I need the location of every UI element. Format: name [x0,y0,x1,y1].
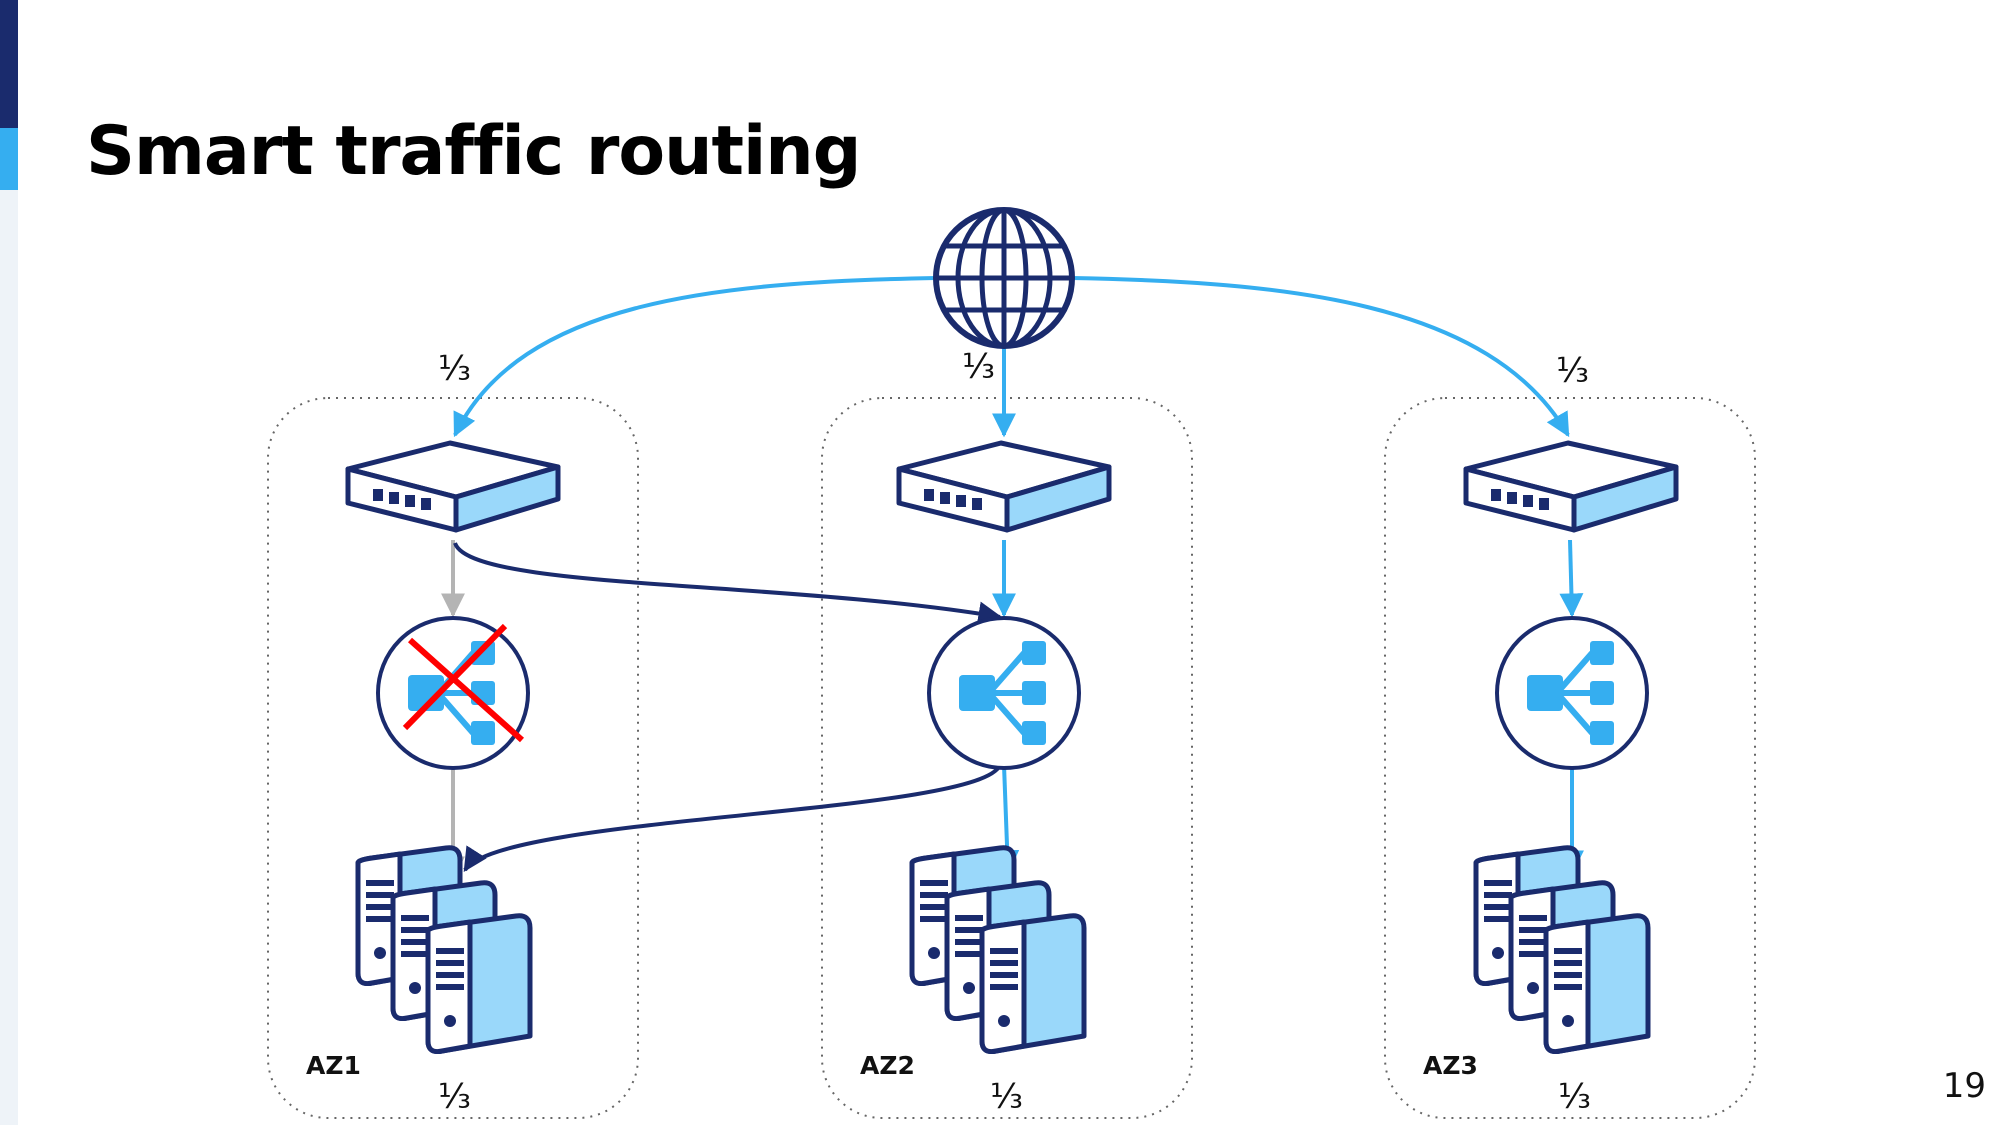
arrow-router-lb-az3 [1559,539,1584,618]
accent-bar-dark [0,0,18,128]
arrow-reroute-router-az1-to-lb-az2 [453,542,1003,626]
load-balancer-icon [929,618,1079,768]
load-balancer-icon [378,618,528,768]
network-switch-icon [1466,443,1676,530]
fraction-incoming-az3: ⅓ [1556,351,1589,391]
arrow-internet-az1 [453,276,937,438]
arrow-reroute-lb-az2-to-servers-az1 [463,763,1002,873]
zone-label-az1: AZ1 [306,1051,361,1080]
accent-bar-light [0,128,18,190]
zone-label-az3: AZ3 [1423,1051,1478,1080]
fraction-servers-az1: ⅓ [438,1077,471,1117]
load-balancer-icon [1497,618,1647,768]
fraction-incoming-az1: ⅓ [438,349,471,389]
fraction-incoming-az2: ⅓ [962,347,995,387]
page-number: 19 [1942,1066,1986,1106]
network-switch-icon [348,443,558,530]
server-stack-icon [1476,848,1648,1052]
server-stack-icon [912,848,1084,1052]
red-cross-icon [402,623,524,743]
network-switch-icon [899,443,1109,530]
fraction-servers-az3: ⅓ [1558,1077,1591,1117]
slide-title: Smart traffic routing [86,112,861,191]
server-stack-icon [358,848,530,1052]
fraction-servers-az2: ⅓ [990,1077,1023,1117]
globe-icon [933,207,1075,349]
zone-label-az2: AZ2 [860,1051,915,1080]
arrow-internet-az3 [1071,276,1570,438]
accent-rail [0,190,18,1125]
